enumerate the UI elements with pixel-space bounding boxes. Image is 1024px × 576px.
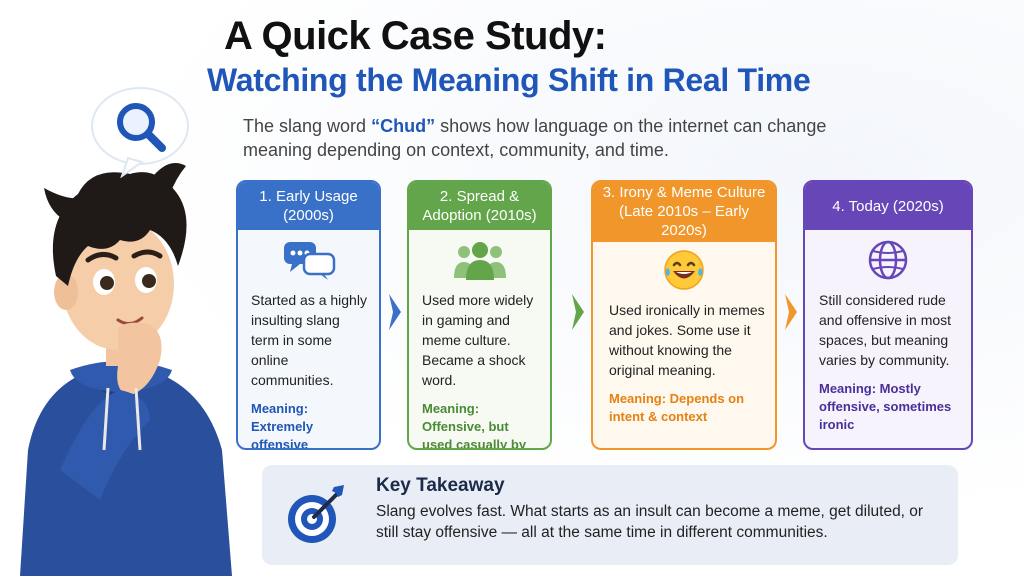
people-group-icon [409,238,550,282]
stage-description: Used more widely in gaming and meme cult… [422,292,534,388]
stage-card-3: 3. Irony & Meme Culture (Late 2010s – Ea… [591,180,777,450]
takeaway-title: Key Takeaway [376,475,505,496]
stage-meaning: Meaning: Mostly offensive, sometimes iro… [819,381,952,432]
stage-meaning: Meaning: Offensive, but used casually by… [422,401,527,450]
target-icon [288,485,344,543]
page-subtitle-heading: Watching the Meaning Shift in Real Time [207,62,811,98]
stage-card-2: 2. Spread & Adoption (2010s) Used more w… [407,180,552,450]
intro-before: The slang word [243,116,372,136]
chat-bubbles-icon [238,238,379,282]
stage-card-1: 1. Early Usage (2000s) Started as a high… [236,180,381,450]
stage-heading: 4. Today (2020s) [805,182,971,230]
stage-heading: 1. Early Usage (2000s) [238,182,379,230]
stage-meaning: Meaning: Extremely offensive [251,401,314,450]
stage-description: Still considered rude and offensive in m… [819,292,952,368]
intro-after: shows how language on the internet can c… [243,116,827,160]
stage-description: Started as a highly insulting slang term… [251,292,367,388]
intro-text: The slang word “Chud” shows how language… [243,114,843,162]
arrow-right-icon [389,294,401,330]
arrow-right-icon [572,294,584,330]
page-title: A Quick Case Study: [224,14,607,58]
laughing-face-icon [593,248,775,292]
stage-heading: 3. Irony & Meme Culture (Late 2010s – Ea… [593,182,775,242]
highlight-word: “Chud” [371,116,436,136]
thinking-person-illustration [20,163,232,576]
stage-card-4: 4. Today (2020s) Still considered rude a… [803,180,973,450]
globe-icon [805,238,971,282]
stage-meaning: Meaning: Depends on intent & context [609,391,745,424]
key-takeaway-panel: Key Takeaway Slang evolves fast. What st… [262,465,958,565]
arrow-right-icon [785,294,797,330]
magnifier-icon [91,87,189,178]
stage-heading: 2. Spread & Adoption (2010s) [409,182,550,230]
takeaway-text: Slang evolves fast. What starts as an in… [376,503,924,541]
stage-description: Used ironically in memes and jokes. Some… [609,302,765,378]
